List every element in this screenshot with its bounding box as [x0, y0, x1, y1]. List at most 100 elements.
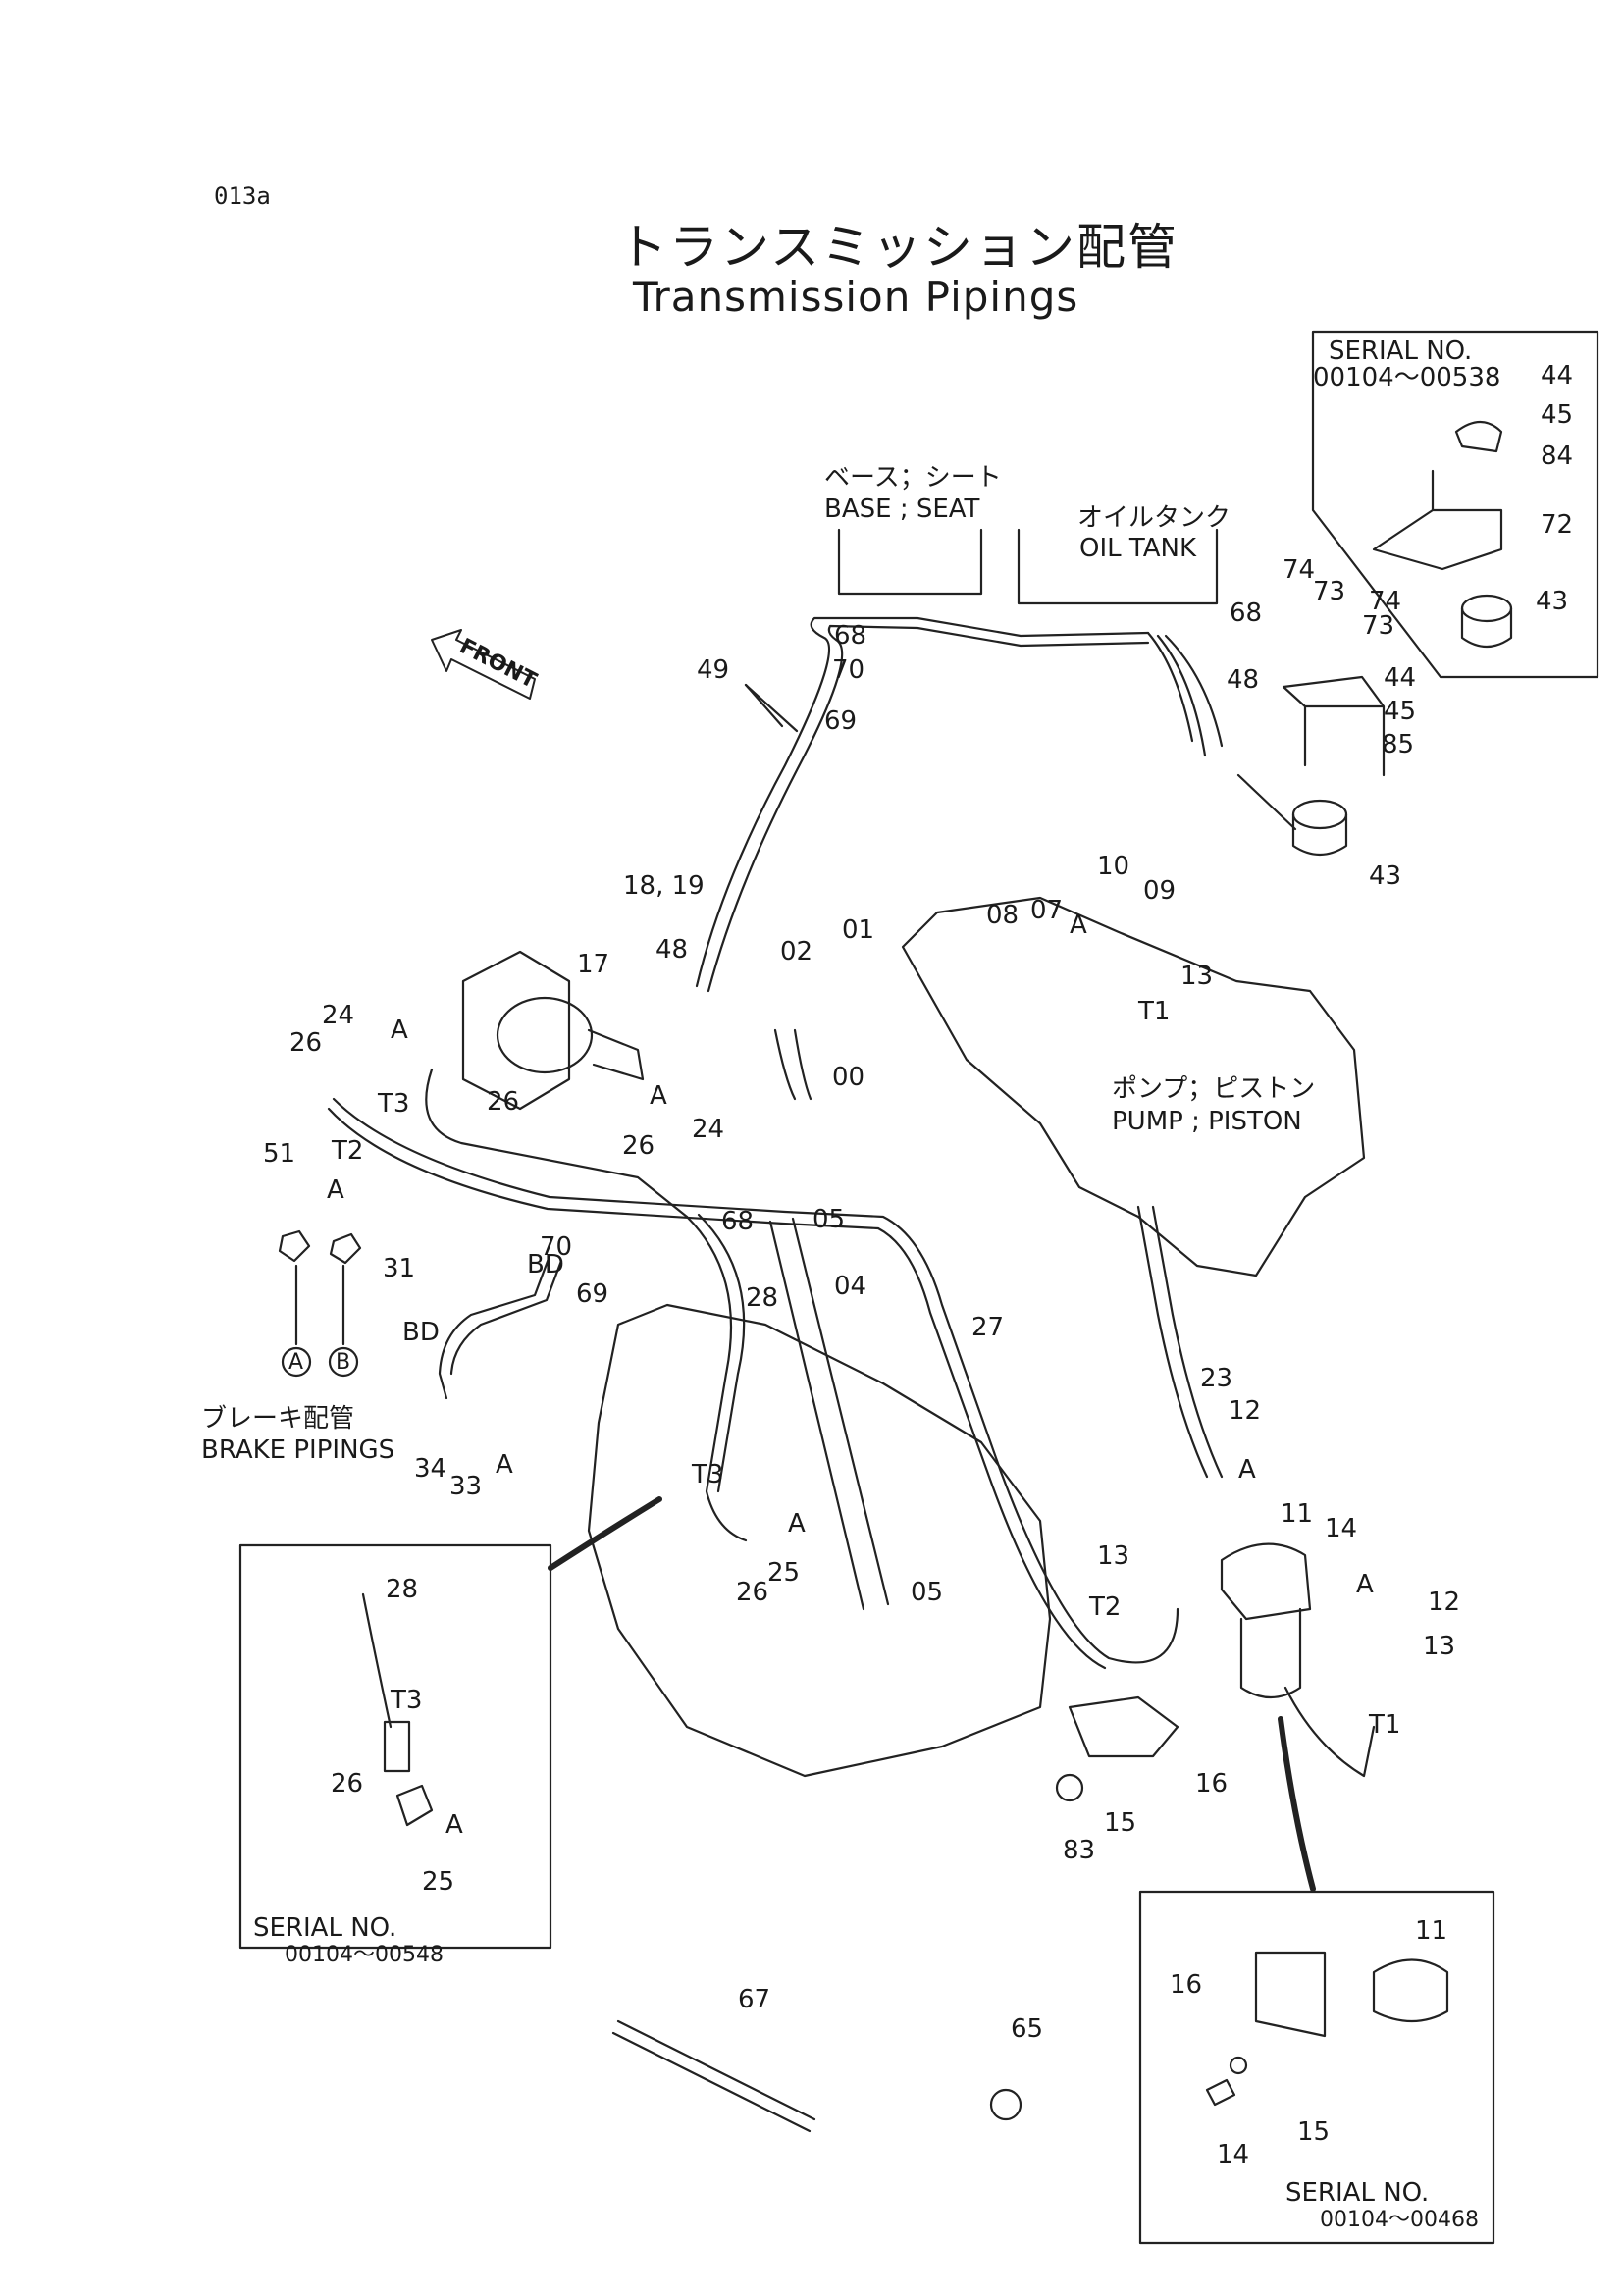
- callout-c13c: 13: [1423, 1632, 1456, 1661]
- nut-83: [1055, 1773, 1084, 1802]
- callout-c00: 00: [832, 1063, 865, 1092]
- serial-range-bottom-right: 00104～00468: [1320, 2208, 1479, 2232]
- hose-t3-17: [425, 1068, 689, 1219]
- serial-range-left: 00104～00548: [285, 1943, 444, 1967]
- callout-c24a: 24: [322, 1001, 355, 1030]
- callout-c69b: 69: [576, 1279, 609, 1309]
- callout-c33: 33: [449, 1472, 483, 1501]
- serial-label-bottom-right: SERIAL NO.: [1285, 2178, 1430, 2208]
- pump-17-outlet: [587, 1028, 645, 1081]
- callout-c23: 23: [1200, 1364, 1233, 1393]
- leader-49b: [744, 683, 799, 733]
- marker-b-circle: [328, 1346, 359, 1378]
- callout-cT1b: T1: [1369, 1710, 1401, 1740]
- callout-c31: 31: [383, 1254, 416, 1283]
- callout-c13b: 13: [1097, 1541, 1130, 1571]
- callout-c26d: 26: [736, 1578, 769, 1607]
- valve-51: [278, 1229, 311, 1263]
- callout-c74b: 74: [1369, 587, 1402, 616]
- callout-c02: 02: [780, 937, 813, 966]
- hose-28: [685, 1213, 748, 1542]
- callout-c67: 67: [738, 1985, 771, 2014]
- callout-c73a: 73: [1313, 577, 1346, 606]
- callout-cA1: A: [1070, 911, 1087, 940]
- callout-c68b: 68: [834, 621, 867, 651]
- filter-11-bowl: [1239, 1607, 1302, 1698]
- callout-c05a: 05: [812, 1205, 846, 1234]
- pump-piston-en: PUMP ; PISTON: [1112, 1107, 1302, 1136]
- filter-43-sides: [1291, 812, 1348, 857]
- inset-bracket-16: [1254, 1951, 1327, 2038]
- clamp-65: [989, 2088, 1022, 2121]
- callout-cA8: A: [1356, 1570, 1374, 1599]
- callout-c17: 17: [577, 950, 610, 979]
- hose-67: [611, 2019, 816, 2133]
- callout-c45b: 45: [1384, 697, 1417, 726]
- callout-cBDb: BD: [402, 1318, 440, 1347]
- hose-23: [1136, 1205, 1224, 1479]
- callout-c13a: 13: [1180, 962, 1214, 991]
- callout-c70b: 70: [540, 1232, 573, 1262]
- transmission-lower-housing: [587, 1303, 1052, 1778]
- callout-cA6: A: [496, 1450, 513, 1480]
- callout-c84: 84: [1541, 442, 1574, 471]
- pump-piston-jp: ポンプ；ピストン: [1112, 1074, 1316, 1104]
- hose-49: [695, 616, 1150, 988]
- hose-49b: [707, 624, 1150, 993]
- inset-bracket-72: [1372, 469, 1503, 571]
- callout-cA5: A: [1238, 1455, 1256, 1485]
- hose-31: [438, 1254, 563, 1400]
- callout-c72: 72: [1541, 510, 1574, 540]
- inset-hose-28: [361, 1592, 393, 1729]
- filter-11-head: [1220, 1542, 1312, 1621]
- callout-c44a: 44: [1541, 361, 1574, 391]
- inset-frame-left: [238, 1543, 552, 1950]
- serial-label-left: SERIAL NO.: [253, 1913, 397, 1943]
- transmission-upper-housing: [901, 896, 1366, 1277]
- marker-a-label: A: [288, 1350, 304, 1375]
- callout-c11b: 11: [1415, 1916, 1448, 1946]
- callout-c74a: 74: [1283, 555, 1316, 585]
- callout-c28a: 28: [746, 1283, 779, 1313]
- base-seat-jp: ベース；シート: [824, 463, 1002, 493]
- inset-frame-bottom-right: [1138, 1890, 1495, 2245]
- brake-pipings-en: BRAKE PIPINGS: [201, 1435, 395, 1465]
- leader-43b: [1236, 773, 1297, 831]
- callout-c43b: 43: [1369, 861, 1402, 891]
- inset-pointer-left: [548, 1496, 662, 1571]
- callout-cT3c: T3: [391, 1686, 423, 1715]
- callout-cA9: A: [445, 1810, 463, 1840]
- callout-c24b: 24: [692, 1115, 725, 1144]
- hose-27: [332, 1097, 1179, 1664]
- hose-00: [773, 1028, 812, 1101]
- callout-c68a: 68: [1230, 599, 1263, 628]
- callout-c25b: 25: [422, 1867, 455, 1897]
- callout-cT1a: T1: [1138, 997, 1171, 1026]
- marker-a-circle: [281, 1346, 312, 1378]
- callout-c69a: 69: [824, 706, 858, 736]
- hose-27-inner: [327, 1107, 1107, 1670]
- inset-filter-11: [1372, 1958, 1449, 2023]
- callout-c43a: 43: [1536, 587, 1569, 616]
- callout-c73b: 73: [1362, 611, 1395, 641]
- callout-cA7: A: [788, 1509, 806, 1538]
- inset-elbow-25: [395, 1784, 434, 1827]
- bracket-85: [1282, 675, 1386, 777]
- callout-c70a: 70: [832, 655, 865, 685]
- pump-17-body: [496, 996, 594, 1074]
- callout-c09: 09: [1143, 876, 1177, 906]
- callout-cA2: A: [391, 1016, 408, 1045]
- callout-c26e: 26: [331, 1769, 364, 1799]
- callout-c05b: 05: [911, 1578, 944, 1607]
- callout-c45a: 45: [1541, 400, 1574, 430]
- brake-pipings-jp: ブレーキ配管: [201, 1404, 355, 1434]
- callout-cBDa: BD: [527, 1250, 564, 1279]
- hose-t1-11: [1283, 1686, 1376, 1778]
- hose-48-right-b: [1156, 634, 1207, 757]
- callout-c51: 51: [263, 1139, 296, 1169]
- callout-c49: 49: [697, 655, 730, 685]
- serial-range-top: 00104～00538: [1313, 363, 1501, 392]
- page-title-jp: トランスミッション配管: [618, 219, 1179, 276]
- valve-b: [329, 1232, 362, 1265]
- callout-c07: 07: [1030, 896, 1064, 925]
